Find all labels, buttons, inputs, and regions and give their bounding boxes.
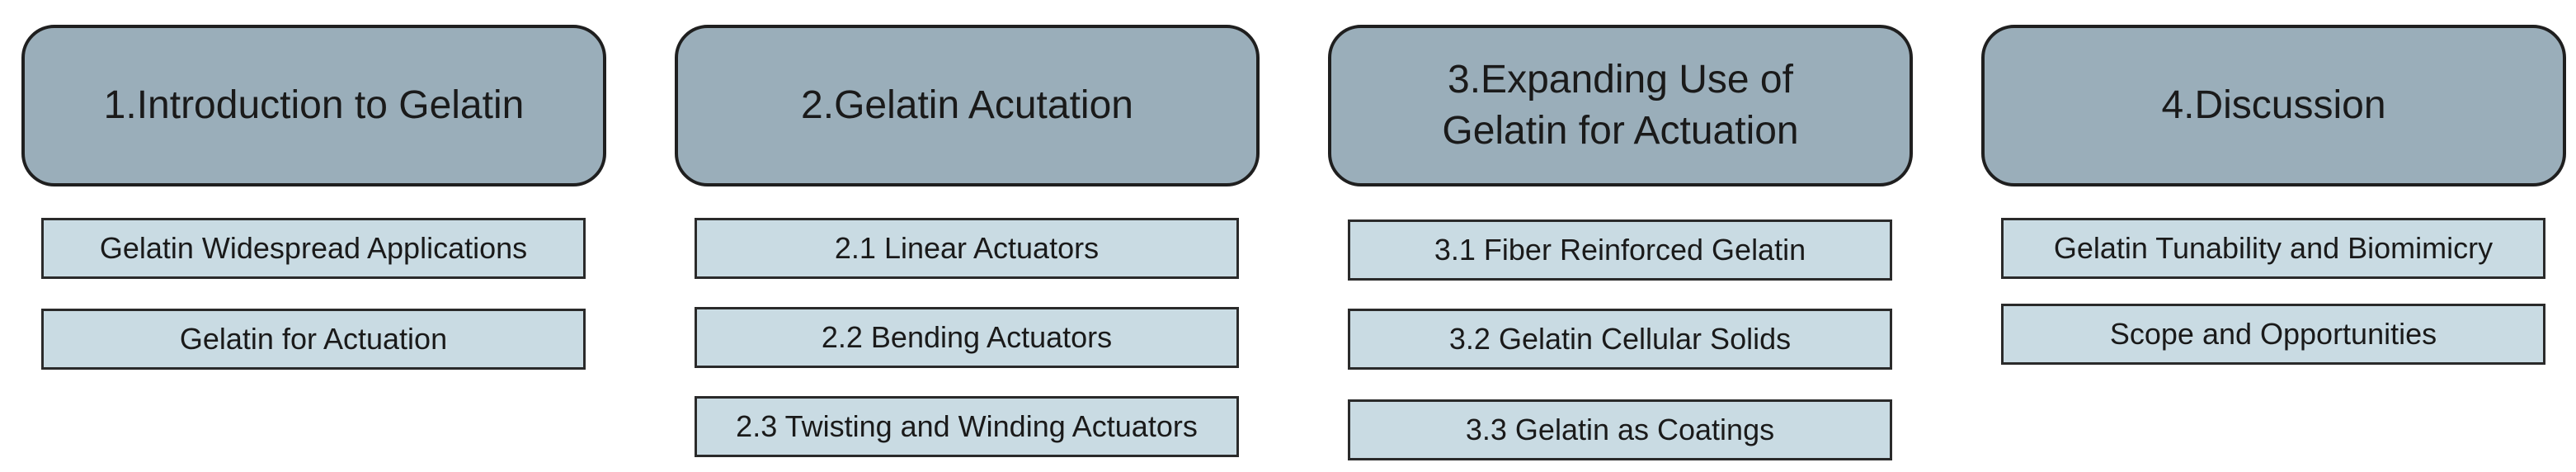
topic-twisting-winding-actuators: 2.3 Twisting and Winding Actuators [695,396,1239,457]
section-header-gelatin-actuation: 2.Gelatin Acutation [675,25,1260,186]
topic-fiber-reinforced-gelatin: 3.1 Fiber Reinforced Gelatin [1348,219,1892,281]
section-header-expanding-use: 3.Expanding Use of Gelatin for Actuation [1328,25,1913,186]
topic-gelatin-for-actuation: Gelatin for Actuation [41,309,586,370]
section-header-discussion: 4.Discussion [1981,25,2566,186]
topic-linear-actuators: 2.1 Linear Actuators [695,218,1239,279]
topic-tunability-biomimicry: Gelatin Tunability and Biomimicry [2001,218,2545,279]
topic-scope-opportunities: Scope and Opportunities [2001,304,2545,365]
topic-bending-actuators: 2.2 Bending Actuators [695,307,1239,368]
topic-gelatin-widespread-applications: Gelatin Widespread Applications [41,218,586,279]
topic-gelatin-cellular-solids: 3.2 Gelatin Cellular Solids [1348,309,1892,370]
topic-gelatin-as-coatings: 3.3 Gelatin as Coatings [1348,399,1892,460]
section-header-introduction: 1.Introduction to Gelatin [21,25,606,186]
